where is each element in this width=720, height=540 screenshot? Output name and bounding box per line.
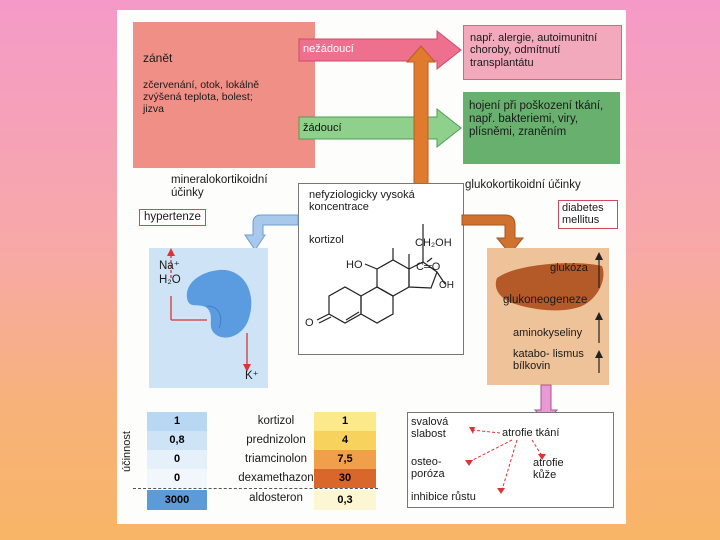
liver-shape: [495, 263, 604, 311]
gluco-arrow: [461, 214, 525, 255]
oh-label: OH: [439, 280, 454, 291]
osteoporoza-label: osteo- poróza: [411, 456, 445, 481]
atrophy-arrows: [465, 427, 546, 494]
table-divider: [133, 488, 378, 489]
na-label: Na⁺: [159, 260, 180, 272]
atrofie-kuze-label: atrofie kůže: [533, 457, 564, 482]
liver-graphic: [495, 252, 604, 373]
gluco-row-5: 0,3: [314, 490, 376, 510]
kidney-graphic: [167, 248, 252, 372]
desired-effects-box: hojení při poškození tkání, např. bakter…: [463, 92, 620, 164]
undesired-effects-text: např. alergie, autoimunitní choroby, odm…: [470, 32, 598, 69]
mineralo-value-aldosteron: 3000: [164, 494, 190, 506]
mineralo-row-5: 3000: [147, 490, 207, 510]
mineralo-value-triamcinolon: 0: [173, 453, 181, 465]
effect-arrows: [298, 29, 462, 186]
diagram-panel: zánět zčervenání, otok, lokálně zvýšená …: [117, 10, 626, 524]
inflammation-title: zánět: [143, 51, 173, 65]
undesired-effects-box: např. alergie, autoimunitní choroby, odm…: [463, 25, 622, 80]
inflammation-box: zánět zčervenání, otok, lokálně zvýšená …: [133, 22, 315, 168]
gluco-row-1: 1: [314, 412, 376, 431]
h2o-label: H₂O: [159, 274, 181, 286]
inhibice-label: inhibice růstu: [411, 491, 476, 503]
mineralo-arrow: [244, 214, 299, 251]
undesired-label: nežádoucí: [303, 43, 354, 55]
desired-label: žádoucí: [303, 122, 342, 134]
ch2oh-label: CH₂OH: [415, 237, 452, 249]
steroid-name-triamcinolon: triamcinolon: [245, 453, 307, 465]
katabolismus-label: katabo- lismus bílkovin: [513, 348, 584, 373]
steroid-name-dexamethazon: dexamethazon: [238, 472, 314, 484]
glukoza-label: glukóza: [550, 262, 588, 274]
diabetes-label: diabetes mellitus: [558, 200, 618, 229]
kidney-shape: [186, 269, 252, 338]
gluco-row-3: 7,5: [314, 450, 376, 469]
mineralo-value-kortizol: 1: [173, 415, 181, 427]
gluco-label: glukokortikoidní účinky: [465, 179, 581, 191]
mineralo-row-1: 1: [147, 412, 207, 431]
svalova-label: svalová slabost: [411, 416, 449, 441]
gluco-value-aldosteron: 0,3: [337, 494, 353, 506]
concentration-text: nefyziologicky vysoká koncentrace: [309, 189, 415, 214]
mineralo-row-3: 0: [147, 450, 207, 469]
mineralo-row-2: 0,8: [147, 431, 207, 450]
kortizol-text: kortizol: [309, 234, 344, 246]
gluco-column: 1 4 7,5 30 0,3: [314, 412, 376, 510]
atrofie-tkani-label: atrofie tkání: [502, 427, 560, 439]
co-label: C═O: [416, 261, 441, 273]
cortisol-structure: CH₂OH C═O OH HO O: [305, 224, 454, 329]
gluco-value-triamcinolon: 7,5: [337, 453, 353, 465]
gluco-row-2: 4: [314, 431, 376, 450]
steroid-name-kortizol: kortizol: [257, 415, 295, 427]
steroid-name-prednizolon: prednizolon: [246, 434, 306, 446]
potency-axis-label: účinnost: [121, 431, 133, 472]
glukoneogeneze-label: glukoneogeneze: [503, 294, 588, 306]
k-label: K⁺: [245, 370, 259, 382]
gluco-row-4: 30: [314, 469, 376, 488]
aminokyseliny-label: aminokyseliny: [513, 327, 583, 339]
mineralo-value-dexamethazon: 0: [173, 472, 181, 484]
steroid-name-aldosteron: aldosteron: [249, 492, 303, 504]
mineralo-value-prednizolon: 0,8: [169, 434, 185, 446]
mineralo-column: 1 0,8 0 0 3000: [147, 412, 207, 510]
desired-effects-text: hojení při poškození tkání, např. bakter…: [469, 100, 604, 138]
inflammation-signs: zčervenání, otok, lokálně zvýšená teplot…: [143, 79, 260, 115]
mineralo-arrow-svg: [244, 214, 525, 255]
mineralo-label: mineralokortikoidní účinky: [171, 174, 268, 199]
mineralo-row-4: 0: [147, 469, 207, 488]
cortisol-structure-box: nefyziologicky vysoká koncentrace kortiz…: [298, 183, 464, 355]
hypertenze-label: hypertenze: [139, 209, 206, 226]
cortisol-inhibit-arrow: [405, 45, 437, 186]
gluco-value-dexamethazon: 30: [338, 472, 352, 484]
o-label: O: [305, 317, 314, 329]
gluco-value-kortizol: 1: [341, 415, 349, 427]
ho-label: HO: [346, 259, 363, 271]
gluco-value-prednizolon: 4: [341, 434, 349, 446]
